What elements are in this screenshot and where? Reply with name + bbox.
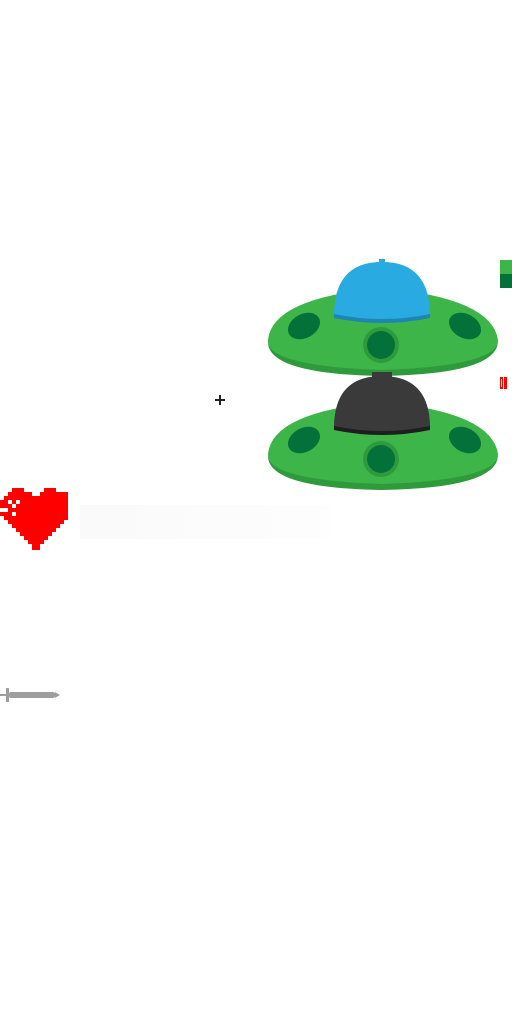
ufo-port-center <box>367 445 395 473</box>
ufo-dome-front <box>334 262 430 320</box>
block-icon <box>500 260 512 288</box>
crosshair-icon <box>215 395 225 405</box>
ufo-port-left <box>287 312 321 340</box>
ufo-rim <box>268 342 498 376</box>
ufo-icon <box>267 259 498 376</box>
ufo-antenna <box>372 372 392 378</box>
ufo-icon <box>267 372 498 490</box>
ufo-port-left <box>287 426 321 454</box>
heart <box>0 488 72 554</box>
ufo-port-right <box>448 312 482 340</box>
ufo-port-center <box>367 331 395 359</box>
sword-icon <box>0 688 60 702</box>
ufo-dome-front <box>334 376 430 432</box>
health-bar-trail <box>80 505 330 539</box>
ufo-antenna <box>379 259 385 263</box>
ufo-dome-lip <box>334 426 430 435</box>
offscreen-marker <box>499 376 509 390</box>
marker-icon <box>500 377 507 389</box>
ufo-dome-lip <box>334 314 430 323</box>
ufo-dark-dome[interactable] <box>262 372 502 492</box>
ufo-blue-dome[interactable] <box>262 258 502 378</box>
offscreen-block <box>500 258 512 288</box>
ufo-port-right <box>448 426 482 454</box>
ufo-rim <box>268 456 498 490</box>
heart-icon <box>0 488 68 550</box>
sword[interactable] <box>0 686 62 704</box>
crosshair <box>214 394 226 406</box>
